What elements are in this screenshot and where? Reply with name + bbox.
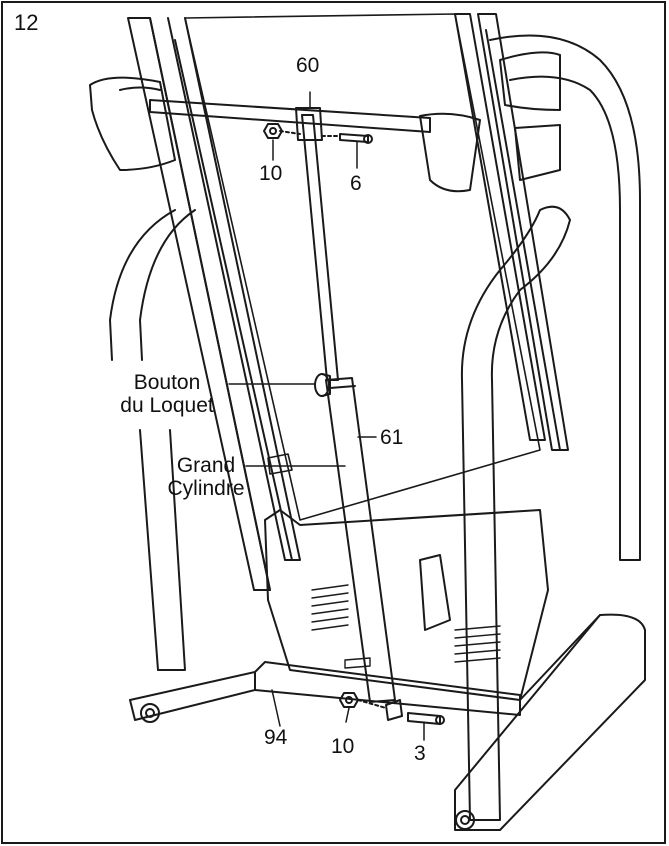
nut-10-top <box>263 123 283 139</box>
lift-cylinder-61 <box>301 114 396 703</box>
callout-large-cylinder: Grand Cylindre <box>158 454 254 500</box>
latch-knob <box>314 373 331 397</box>
large-cylinder-label-line1: Grand <box>176 454 236 477</box>
alignment-line-top <box>279 130 301 135</box>
right-foot <box>454 613 646 831</box>
folded-deck-panel <box>184 13 541 521</box>
latch-knob-label-line1: Bouton <box>133 371 201 394</box>
leader-lines <box>228 91 425 741</box>
bolt-6 <box>339 133 373 144</box>
left-hand-rail <box>109 209 176 361</box>
callout-part-10-bottom: 10 <box>331 735 355 758</box>
nut-10-bottom <box>339 692 359 708</box>
vent-slots <box>311 584 501 669</box>
left-handle <box>89 76 176 171</box>
right-hand-rail <box>460 205 571 821</box>
callout-part-60: 60 <box>296 54 320 77</box>
motor-hood <box>264 509 549 701</box>
bracket-60 <box>295 107 323 141</box>
latch-knob-label-line2: du Loquet <box>120 394 214 418</box>
right-handle <box>419 112 481 193</box>
callout-part-10-top: 10 <box>259 162 283 185</box>
callout-part-6: 6 <box>350 172 362 195</box>
step-number: 12 <box>14 10 39 35</box>
bolt-3 <box>407 712 445 725</box>
top-crossbar <box>149 99 431 133</box>
large-cylinder-label-line2: Cylindre <box>167 477 245 501</box>
callout-part-61: 61 <box>380 426 404 449</box>
alignment-line-bottom <box>357 699 387 709</box>
callout-latch-knob: Bouton du Loquet <box>104 371 230 417</box>
left-foot <box>129 671 256 721</box>
right-console-arm <box>489 34 641 561</box>
callout-part-94: 94 <box>264 726 288 749</box>
callout-part-3: 3 <box>414 742 426 765</box>
